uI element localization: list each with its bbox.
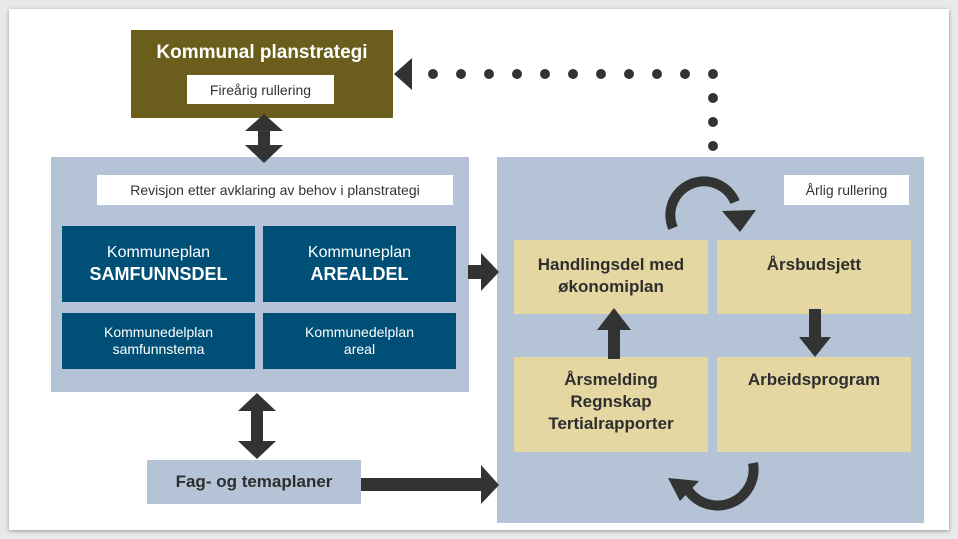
arealdel-line1: Kommuneplan (307, 243, 412, 261)
dotted-feedback-line (428, 69, 718, 151)
arsmelding-line3: Tertialrapporter (548, 414, 674, 434)
arrow-fag-to-rullering (361, 465, 499, 504)
delplan-samfunnstema-line1: Kommunedelplan (104, 323, 213, 340)
delplan-samfunnstema-box: Kommunedelplan samfunnstema (62, 313, 255, 369)
handlingsdel-line2: økonomiplan (558, 277, 664, 297)
cycle-arrow-top (665, 176, 756, 232)
arrow-to-rullering (468, 253, 499, 291)
double-arrow-bottom (238, 393, 276, 459)
revisjon-label: Revisjon etter avklaring av behov i plan… (97, 175, 453, 205)
arsmelding-line1: Årsmelding (564, 370, 658, 389)
arsbudsjett-box: Årsbudsjett (717, 240, 911, 314)
arsmelding-box: Årsmelding Regnskap Tertialrapporter (514, 357, 708, 452)
handlingsdel-box: Handlingsdel med økonomiplan (514, 240, 708, 314)
arlig-rullering-panel: Årlig rullering Handlingsdel med økonomi… (497, 157, 924, 523)
cycle-arrow-bottom (668, 462, 759, 511)
samfunnsdel-box: Kommuneplan SAMFUNNSDEL (62, 226, 255, 302)
delplan-areal-box: Kommunedelplan areal (263, 313, 456, 369)
samfunnsdel-line2: SAMFUNNSDEL (89, 263, 228, 284)
double-arrow-top (245, 114, 283, 163)
fag-temaplaner-box: Fag- og temaplaner (147, 460, 361, 504)
arealdel-box: Kommuneplan AREALDEL (263, 226, 456, 302)
delplan-areal-line1: Kommunedelplan (305, 323, 414, 340)
arbeidsprogram-text: Arbeidsprogram (747, 370, 881, 389)
arrow-down-arbeidsprogram (799, 309, 831, 357)
arsmelding-line2: Regnskap (570, 392, 652, 412)
planstrategi-subtitle: Fireårig rullering (187, 75, 334, 104)
handlingsdel-line1: Handlingsdel med (537, 255, 685, 274)
dotted-arrow-head (394, 58, 412, 90)
samfunnsdel-line1: Kommuneplan (106, 243, 211, 261)
arrow-up-handlingsdel (597, 308, 631, 359)
delplan-areal-line2: areal (343, 341, 376, 357)
arealdel-line2: AREALDEL (310, 263, 409, 284)
delplan-samfunnstema-line2: samfunnstema (112, 341, 205, 357)
planstrategi-title: Kommunal planstrategi (156, 42, 368, 63)
arbeidsprogram-box: Arbeidsprogram (717, 357, 911, 452)
kommuneplan-panel: Revisjon etter avklaring av behov i plan… (51, 157, 469, 392)
planstrategi-box: Kommunal planstrategi Fireårig rullering (131, 30, 393, 118)
arsbudsjett-text: Årsbudsjett (766, 255, 862, 274)
arlig-rullering-label: Årlig rullering (784, 175, 909, 205)
